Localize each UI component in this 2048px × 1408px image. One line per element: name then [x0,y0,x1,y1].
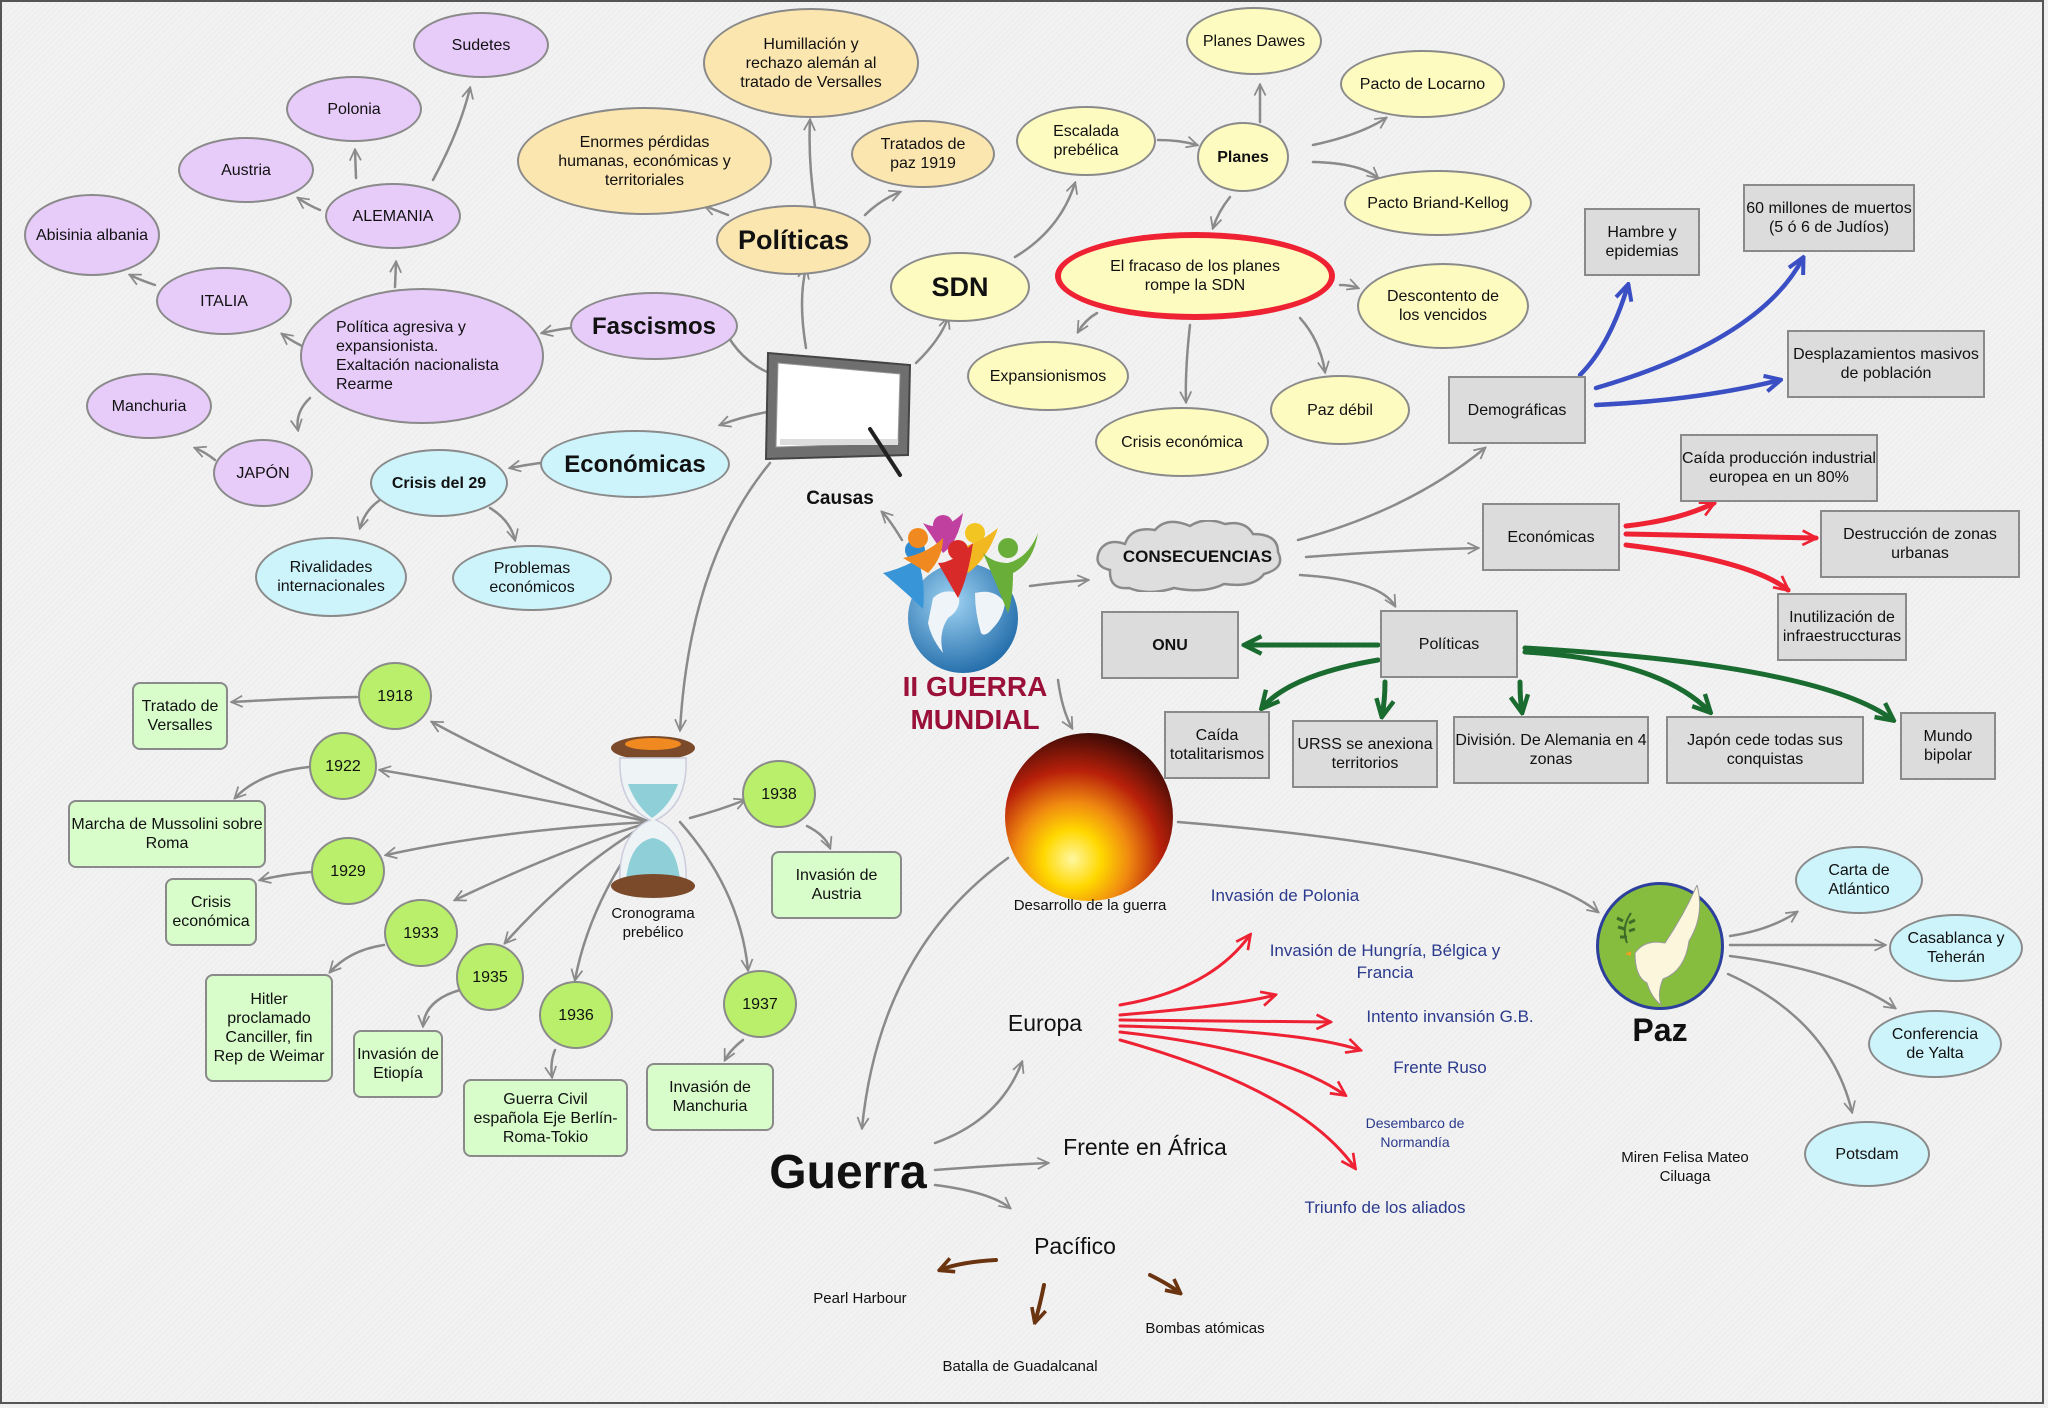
europa-item-normandia[interactable]: Desembarco de Normandía [1365,1115,1465,1150]
paz-label: Paz [1632,1012,1688,1048]
main-title-line1: II GUERRA [902,671,1048,702]
node-pacifico[interactable]: Pacífico [1034,1233,1116,1259]
node-destruccion-zonas[interactable]: Destrucción de zonas urbanas [1820,510,2020,578]
node-alemania[interactable]: ALEMANIA [325,183,461,249]
node-sudetes[interactable]: Sudetes [413,12,549,78]
node-japon-cede[interactable]: Japón cede todas sus conquistas [1666,716,1864,784]
node-caida-totalitarismos[interactable]: Caída totalitarismos [1164,711,1270,779]
node-planes-dawes[interactable]: Planes Dawes [1186,7,1322,75]
node-fracaso-sdn[interactable]: El fracaso de los planes rompe la SDN [1055,232,1335,320]
node-expansionismos[interactable]: Expansionismos [967,341,1129,411]
author-credit: Miren Felisa Mateo Ciluaga [1621,1149,1749,1185]
node-casablanca-teheran[interactable]: Casablanca y Teherán [1889,914,2023,982]
node-perdidas[interactable]: Enormes pérdidas humanas, económicas y t… [517,107,772,215]
event-1933[interactable]: Hitler proclamado Canciller, fin Rep de … [205,974,333,1082]
cronograma-label: Cronograma prebélico [611,905,695,941]
node-hambre-epidemias[interactable]: Hambre y epidemias [1584,208,1700,276]
causas-label: Causas [806,488,874,509]
node-rivalidades[interactable]: Rivalidades internacionales [255,537,407,617]
node-tratados-paz[interactable]: Tratados de paz 1919 [851,120,995,188]
node-japon[interactable]: JAPÓN [213,439,313,507]
event-1929[interactable]: Crisis económica [165,878,257,946]
event-1938[interactable]: Invasión de Austria [771,851,902,919]
main-title: II GUERRA MUNDIAL [880,670,1070,736]
node-consecuencias[interactable]: CONSECUENCIAS [1090,520,1305,592]
node-desplazamientos[interactable]: Desplazamientos masivos de población [1787,330,1985,398]
node-onu[interactable]: ONU [1101,611,1239,679]
node-caida-produccion[interactable]: Caída producción industrial europea en u… [1680,434,1878,502]
node-urss-anexiona[interactable]: URSS se anexiona territorios [1292,720,1438,788]
node-potsdam[interactable]: Potsdam [1804,1121,1930,1187]
node-fascismos[interactable]: Fascismos [570,292,738,360]
europa-item-polonia[interactable]: Invasión de Polonia [1210,886,1360,905]
main-title-line2: MUNDIAL [910,704,1040,735]
node-descontento-vencidos[interactable]: Descontento de los vencidos [1357,263,1529,349]
description-line: Rearme [336,376,393,393]
node-crisis-29[interactable]: Crisis del 29 [370,449,508,517]
year-1938[interactable]: 1938 [742,760,816,828]
node-pacto-locarno[interactable]: Pacto de Locarno [1340,50,1505,118]
node-polonia[interactable]: Polonia [286,76,422,142]
peace-dove-icon[interactable] [1596,882,1724,1010]
node-escalada[interactable]: Escalada prebélica [1016,106,1156,176]
event-1918[interactable]: Tratado de Versalles [132,682,228,750]
year-1918[interactable]: 1918 [358,662,432,730]
consecuencias-label: CONSECUENCIAS [1122,546,1273,566]
node-crisis-economica-sdn[interactable]: Crisis económica [1095,407,1269,477]
desarrollo-label: Desarrollo de la guerra [1013,897,1167,914]
pacifico-item-pearl-harbour[interactable]: Pearl Harbour [813,1290,907,1307]
node-demograficas[interactable]: Demográficas [1448,376,1586,444]
year-1937[interactable]: 1937 [723,970,797,1038]
event-1935[interactable]: Invasión de Etiopía [353,1030,443,1098]
node-economicas-consecuencias[interactable]: Económicas [1482,503,1620,571]
hourglass-icon[interactable] [608,734,698,904]
tablet-icon[interactable] [762,347,917,477]
node-austria[interactable]: Austria [178,137,314,203]
europa-item-gb[interactable]: Intento invansión G.B. [1366,1007,1534,1026]
node-inutilizacion[interactable]: Inutilización de infraestruccturas [1777,593,1907,661]
description-line: expansionista. [336,338,439,355]
node-carta-atlantico[interactable]: Carta de Atlántico [1795,846,1923,914]
node-manchuria[interactable]: Manchuria [86,373,212,439]
event-1936[interactable]: Guerra Civil española Eje Berlín-Roma-To… [463,1079,628,1157]
pacifico-item-guadalcanal[interactable]: Batalla de Guadalcanal [942,1358,1098,1375]
node-division-alemania[interactable]: División. De Alemania en 4 zonas [1453,716,1649,784]
fascismos-description-text: Política agresiva y expansionista. Exalt… [336,318,499,394]
year-1935[interactable]: 1935 [456,943,524,1011]
node-mundo-bipolar[interactable]: Mundo bipolar [1900,712,1996,780]
node-italia[interactable]: ITALIA [156,267,292,335]
node-pacto-briand-kellog[interactable]: Pacto Briand-Kellog [1344,170,1532,236]
node-paz-debil[interactable]: Paz débil [1270,375,1410,445]
description-line: Política agresiva y [336,319,466,336]
burning-city-icon[interactable] [1005,733,1173,901]
node-abisinia-albania[interactable]: Abisinia albania [24,194,160,276]
globe-people-icon [883,503,1058,673]
year-1936[interactable]: 1936 [539,981,613,1049]
node-economicas[interactable]: Económicas [540,430,730,498]
cloud-shape [1096,520,1282,592]
europa-item-hungria[interactable]: Invasión de Hungría, Bélgica y Francia [1269,941,1501,982]
node-humillacion[interactable]: Humillación y rechazo alemán al tratado … [703,8,919,118]
node-sdn[interactable]: SDN [890,252,1030,322]
node-60-millones[interactable]: 60 millones de muertos (5 ó 6 de Judíos) [1743,184,1915,252]
node-fascismos-description[interactable]: Política agresiva y expansionista. Exalt… [300,288,544,424]
event-1922[interactable]: Marcha de Mussolini sobre Roma [68,800,266,868]
year-1933[interactable]: 1933 [384,899,458,967]
year-1922[interactable]: 1922 [309,732,377,800]
node-conferencia-yalta[interactable]: Conferencia de Yalta [1868,1010,2002,1078]
node-politicas[interactable]: Políticas [716,205,871,275]
node-planes[interactable]: Planes [1197,122,1289,192]
node-guerra[interactable]: Guerra [769,1146,927,1199]
node-problemas-economicos[interactable]: Problemas económicos [452,545,612,611]
europa-item-frente-ruso[interactable]: Frente Ruso [1393,1058,1487,1077]
pacifico-item-bombas[interactable]: Bombas atómicas [1145,1320,1265,1337]
description-line: Exaltación nacionalista [336,357,499,374]
node-europa[interactable]: Europa [1007,1010,1083,1036]
event-1937[interactable]: Invasión de Manchuria [646,1063,774,1131]
node-politicas-consecuencias[interactable]: Políticas [1380,610,1518,678]
europa-item-triunfo[interactable]: Triunfo de los aliados [1304,1198,1466,1217]
year-1929[interactable]: 1929 [311,837,385,905]
node-frente-africa[interactable]: Frente en África [1063,1134,1227,1160]
